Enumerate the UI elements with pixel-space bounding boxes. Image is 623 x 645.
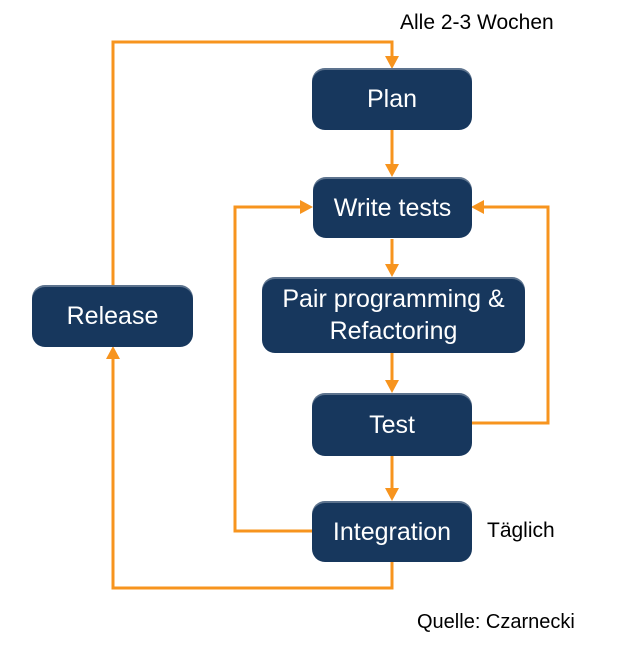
node-test-label: Test — [369, 410, 415, 439]
node-test: Test — [312, 393, 472, 456]
node-release-label: Release — [66, 302, 159, 330]
node-plan-label: Plan — [366, 85, 418, 113]
node-integration: Integration — [312, 501, 472, 562]
node-pair-programming: Pair programming & Refactoring — [262, 277, 525, 353]
node-plan: Plan — [312, 68, 472, 130]
connector-integration-to-release — [111, 358, 394, 590]
arrowhead-into-write-tests-right — [471, 200, 484, 214]
connector-test-to-write-tests — [472, 205, 550, 425]
node-release: Release — [32, 285, 193, 347]
node-write-tests: Write tests — [313, 177, 472, 238]
connector-release-to-plan — [111, 40, 394, 285]
daily-label: Täglich — [487, 519, 555, 542]
source-credit-label: Quelle: Czarnecki — [417, 611, 575, 633]
arrowhead-into-plan — [385, 56, 399, 69]
arrowhead-into-integration-top — [385, 488, 399, 501]
arrowhead-into-release-bottom — [106, 346, 120, 359]
node-integration-label: Integration — [332, 517, 452, 546]
arrowhead-into-pair-top — [385, 264, 399, 277]
arrowhead-into-write-tests-top — [385, 164, 399, 177]
arrowhead-into-test-top — [385, 380, 399, 393]
node-write-tests-label: Write tests — [333, 193, 452, 222]
connector-integration-to-write-tests — [233, 205, 312, 533]
arrowhead-into-write-tests-left — [300, 200, 313, 214]
node-pair-programming-label: Pair programming & Refactoring — [282, 285, 505, 345]
cycle-interval-label: Alle 2-3 Wochen — [400, 11, 554, 34]
